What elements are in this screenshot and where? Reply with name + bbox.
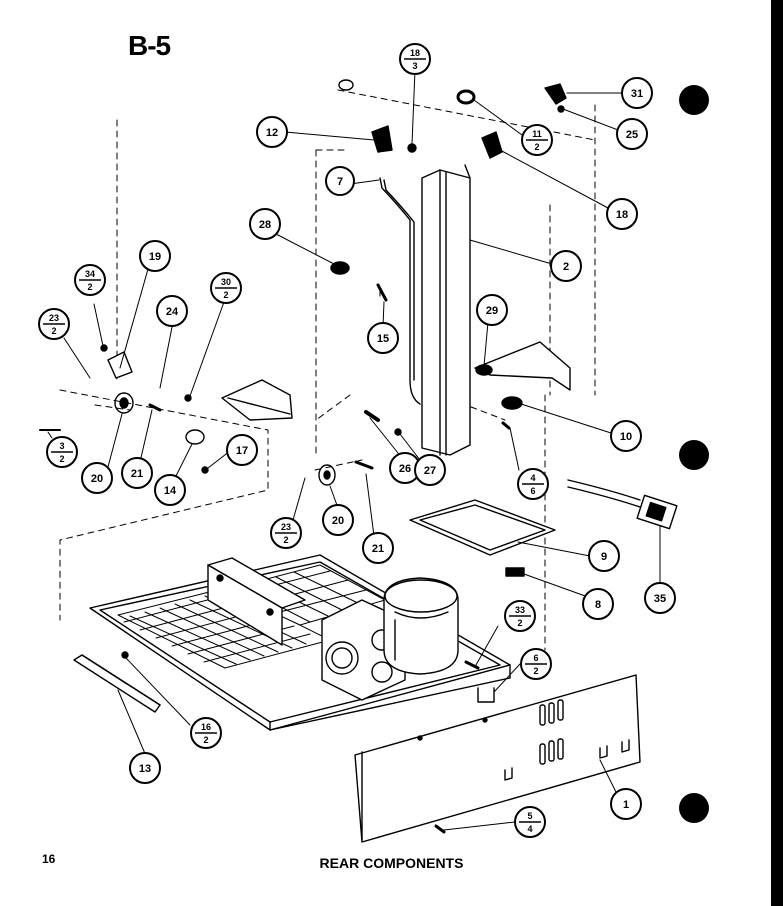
callout-19: 19 — [149, 251, 161, 263]
callout-27: 27 — [424, 465, 436, 477]
callout-15: 15 — [377, 333, 389, 345]
fraction-6-2-bottom: 2 — [533, 666, 538, 676]
defrost-drain-tube — [379, 177, 421, 405]
fraction-labels: 18 3 11 2 34 2 30 2 23 2 3 2 4 6 23 2 33… — [49, 48, 542, 834]
divider-plate — [207, 557, 306, 646]
fraction-11-2-bottom: 2 — [534, 142, 539, 152]
screw-33-2 — [464, 660, 480, 670]
left-bracket-assembly — [39, 344, 293, 474]
fraction-30-2-bottom: 2 — [223, 290, 228, 300]
power-cord — [567, 479, 678, 530]
callout-21b: 21 — [372, 543, 384, 555]
fraction-4-6-top: 4 — [530, 473, 535, 483]
part-27 — [394, 428, 402, 436]
fraction-23-2a-bottom: 2 — [51, 326, 56, 336]
fraction-33-2-bottom: 2 — [517, 618, 522, 628]
fraction-3-2-bottom: 2 — [59, 454, 64, 464]
bracket-29 — [474, 341, 571, 391]
callout-18: 18 — [616, 209, 628, 221]
rear-channel-duct — [421, 164, 471, 456]
screw-5-4 — [434, 824, 446, 834]
diagram-caption: REAR COMPONENTS — [319, 855, 464, 871]
scan-edge-bar — [771, 0, 783, 906]
binder-hole-middle — [679, 440, 709, 470]
leader-lines — [47, 69, 661, 831]
bracket-6-2 — [477, 687, 495, 703]
washer-top — [338, 79, 354, 91]
callout-2: 2 — [563, 261, 569, 273]
callout-31: 31 — [631, 88, 643, 100]
fraction-4-6-bottom: 6 — [530, 486, 535, 496]
fraction-33-2-top: 33 — [515, 605, 525, 615]
compressor — [383, 577, 459, 675]
callout-17: 17 — [236, 445, 248, 457]
part-8 — [505, 567, 525, 577]
page-label: B-5 — [128, 30, 171, 61]
access-panel-1 — [354, 674, 641, 843]
fraction-34-2-bottom: 2 — [87, 282, 92, 292]
callout-28: 28 — [259, 219, 271, 231]
callout-35: 35 — [654, 593, 666, 605]
callout-14: 14 — [164, 485, 177, 497]
callout-13: 13 — [139, 763, 151, 775]
fraction-6-2-top: 6 — [533, 653, 538, 663]
callout-20a: 20 — [91, 473, 103, 485]
screw-4-6 — [501, 421, 511, 430]
mounting-rail-13 — [73, 654, 161, 713]
fraction-30-2-top: 30 — [221, 277, 231, 287]
part-18 — [481, 131, 503, 159]
fraction-16-2-top: 16 — [201, 722, 211, 732]
callout-10: 10 — [620, 431, 632, 443]
callout-25: 25 — [626, 129, 638, 141]
part-20b — [318, 464, 336, 486]
drain-pan — [409, 499, 556, 556]
callout-7: 7 — [337, 176, 343, 188]
fraction-18-3-top: 18 — [410, 48, 420, 58]
part-31 — [544, 83, 567, 105]
part-12 — [371, 125, 393, 153]
fraction-23-2b-top: 23 — [281, 522, 291, 532]
callout-12: 12 — [266, 127, 278, 139]
callout-29: 29 — [486, 305, 498, 317]
callout-26: 26 — [399, 463, 411, 475]
screw-21b — [354, 460, 374, 470]
fraction-16-2-bottom: 2 — [203, 735, 208, 745]
ring-11-2 — [456, 89, 476, 105]
callout-21a: 21 — [131, 468, 143, 480]
callout-24: 24 — [166, 306, 179, 318]
binder-hole-bottom — [679, 793, 709, 823]
callout-20b: 20 — [332, 515, 344, 527]
grommet-10 — [501, 396, 523, 410]
fraction-23-2b-bottom: 2 — [283, 535, 288, 545]
fraction-23-2a-top: 23 — [49, 313, 59, 323]
screw-18-3 — [407, 143, 417, 153]
binder-hole-top — [679, 85, 709, 115]
screw-16-2 — [121, 651, 129, 659]
fraction-34-2-top: 34 — [85, 269, 95, 279]
page-number: 16 — [42, 852, 56, 866]
callout-labels: 31 25 18 12 7 2 28 19 24 15 29 10 17 20 … — [91, 88, 666, 811]
part-26 — [364, 410, 380, 422]
binder-holes — [679, 85, 709, 823]
callout-circles — [81, 77, 676, 820]
fraction-3-2-top: 3 — [59, 441, 64, 451]
screw-15 — [376, 283, 388, 302]
fraction-11-2-top: 11 — [532, 129, 542, 139]
callout-8: 8 — [595, 599, 601, 611]
fraction-18-3-bottom: 3 — [412, 61, 417, 71]
callout-1: 1 — [623, 799, 629, 811]
callout-9: 9 — [601, 551, 607, 563]
fraction-5-4-top: 5 — [527, 811, 532, 821]
fraction-5-4-bottom: 4 — [527, 824, 532, 834]
fraction-bars — [43, 58, 548, 823]
